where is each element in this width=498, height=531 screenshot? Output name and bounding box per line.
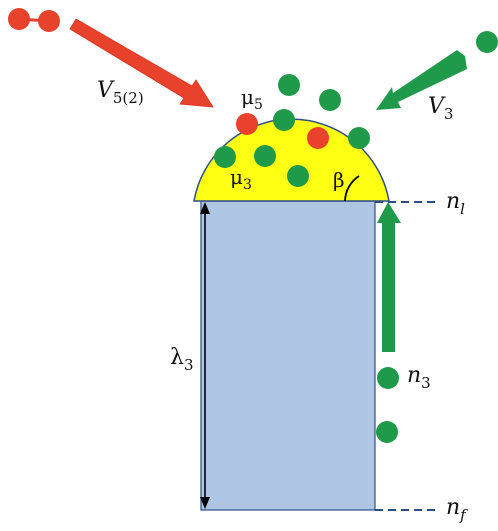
n3-label: n3: [407, 363, 431, 392]
mu3-label: μ3: [230, 165, 252, 193]
nanowire-body: [200, 200, 376, 511]
red-atom: [236, 113, 258, 135]
green-atom-sidewall: [377, 367, 399, 389]
v3-label: V3: [428, 94, 453, 123]
lambda3-label: λ3: [170, 345, 194, 374]
mu5-label: μ5: [241, 85, 263, 113]
green-atom: [273, 109, 295, 131]
green-atom: [287, 165, 309, 187]
green-atom-sidewall: [376, 421, 398, 443]
green-atom: [319, 89, 341, 111]
red-dimer-molecule: [8, 8, 60, 32]
v5-flux-arrow: [69, 18, 214, 108]
sidewall-diffusion-arrow: [377, 202, 401, 352]
nf-label: nf: [446, 495, 468, 524]
v5-label: V5(2): [97, 78, 144, 107]
green-atom: [348, 127, 370, 149]
droplet-atoms: [214, 74, 370, 187]
green-atom: [254, 145, 276, 167]
green-atom: [278, 74, 300, 96]
lambda-length-arrow: [200, 202, 210, 509]
red-atom: [307, 127, 329, 149]
beta-label: β: [333, 168, 345, 192]
nl-label: nl: [446, 189, 465, 218]
catalyst-droplet: [193, 118, 390, 202]
v3-flux-arrow: [376, 50, 467, 110]
green-atom-incoming: [476, 31, 498, 53]
green-atom: [214, 146, 236, 168]
contact-angle-arc: [344, 175, 360, 202]
